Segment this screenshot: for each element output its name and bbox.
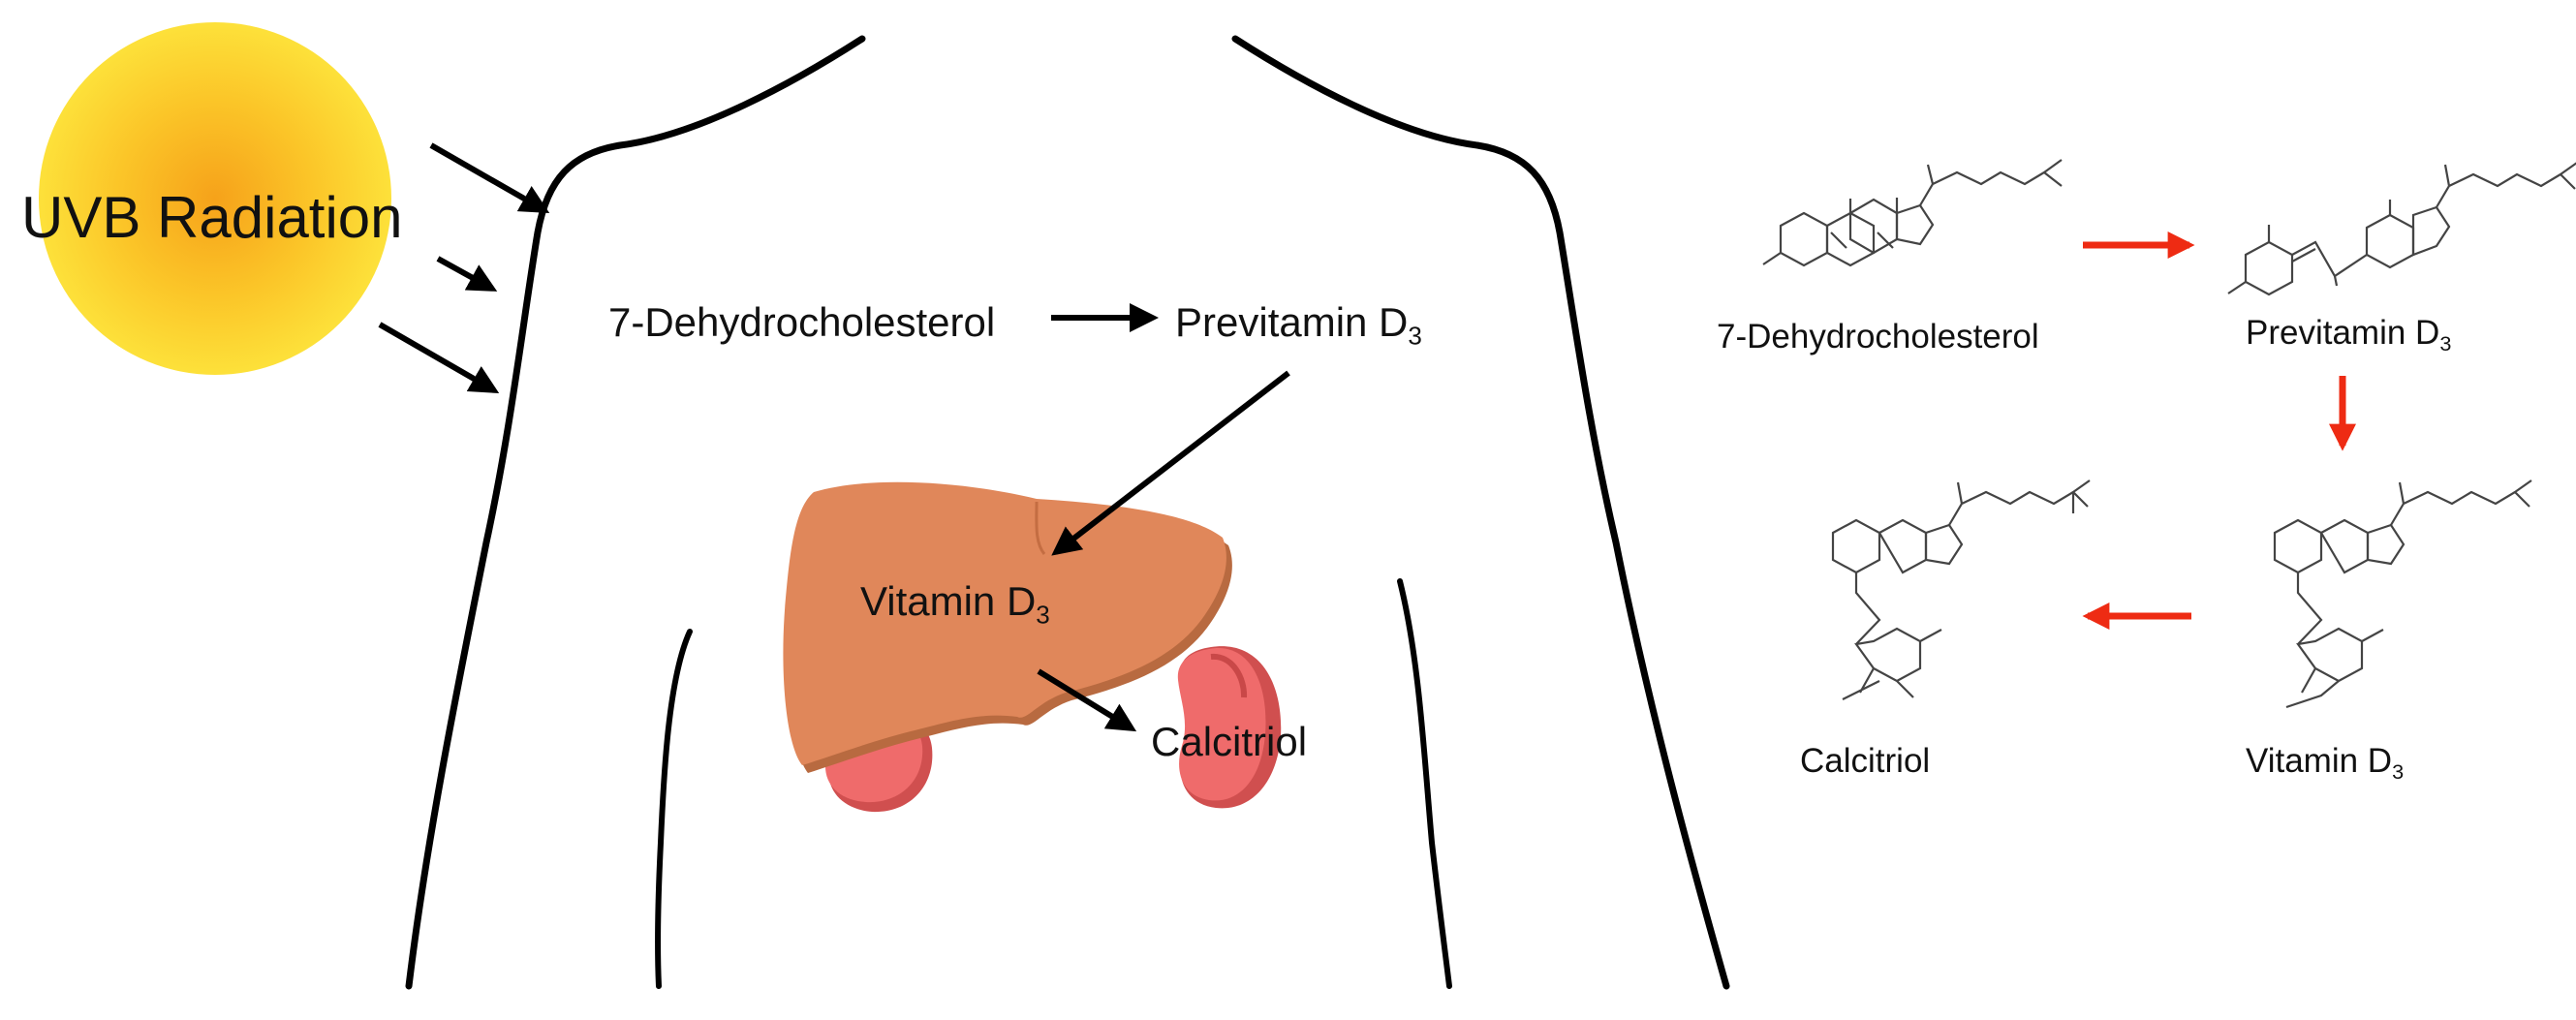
struct-previtamin-subscript: 3 [2439,330,2452,355]
pathway-arrows [2082,232,2356,630]
struct-vitamin-d-text: Vitamin D [2246,742,2393,780]
body-previtamin-d3-label: Previtamin D3 [1175,299,1422,349]
kidney-right-icon [1177,646,1282,809]
structure-vitamin-d3-icon [2273,479,2532,709]
liver-icon [783,481,1232,773]
body-arrows [1037,303,1290,732]
struct-vitamin-subscript: 3 [2392,758,2405,784]
struct-vitamin-d3-label: Vitamin D3 [2246,742,2404,782]
struct-previtamin-d-text: Previtamin D [2246,314,2440,352]
struct-7-dehydrocholesterol-label: 7-Dehydrocholesterol [1717,318,2039,355]
structure-previtamin-d3-icon [2227,162,2576,296]
body-vitamin-d3-label: Vitamin D3 [860,578,1050,628]
body-calcitriol-label: Calcitriol [1151,719,1308,764]
uvb-radiation-label: UVB Radiation [21,185,403,250]
structure-calcitriol-icon [1831,479,2091,700]
structure-7-dehydrocholesterol-icon [1762,159,2063,267]
uvb-arrows [378,142,550,393]
struct-calcitriol-label: Calcitriol [1800,742,1931,780]
struct-previtamin-d3-label: Previtamin D3 [2246,314,2451,354]
body-previtamin-d-text: Previtamin D [1175,299,1409,345]
body-previtamin-subscript: 3 [1408,321,1422,351]
torso-outline [405,35,1730,990]
body-7-dehydrocholesterol-label: 7-Dehydrocholesterol [608,299,996,345]
sun-icon [39,22,391,375]
body-vitamin-d-text: Vitamin D [860,578,1037,624]
body-vitamin-subscript: 3 [1036,600,1050,630]
